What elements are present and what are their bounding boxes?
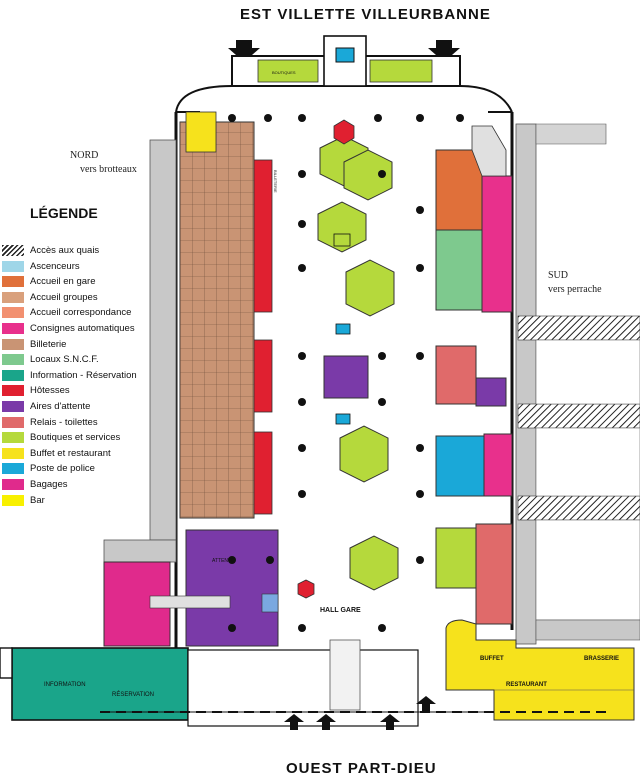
legend-item: Information - Réservation	[2, 369, 172, 383]
east-entrance-arrows	[228, 40, 460, 62]
legend-item: Locaux S.N.C.F.	[2, 353, 172, 367]
legend-item: Relais - toilettes	[2, 416, 172, 430]
billeterie-label: BILLETERIE	[273, 170, 278, 193]
legend-swatch	[2, 322, 24, 334]
legend-swatch	[2, 354, 24, 366]
legend-label: Accueil groupes	[30, 291, 98, 303]
north-ticket-counter-1	[253, 159, 273, 313]
north-platform-wall	[103, 139, 177, 563]
south-lockers-1	[481, 175, 513, 313]
legend-label: Boutiques et services	[30, 432, 121, 444]
north-ticket-counter-3	[253, 431, 273, 515]
legend-label: Aires d'attente	[30, 400, 91, 412]
west-entrance-arrows	[100, 639, 610, 730]
south-lockers-2	[483, 433, 513, 497]
legend-swatch	[2, 369, 24, 381]
north-ticket-counter-2	[253, 339, 273, 413]
legend-label: Accueil en gare	[30, 276, 96, 288]
legend-label: Ascenceurs	[30, 260, 80, 272]
east-boutique-left	[257, 59, 319, 83]
legend-label: Information - Réservation	[30, 369, 137, 381]
south-label: SUD	[548, 270, 569, 281]
legend-label: Accueil correspondance	[30, 307, 132, 319]
legend-item: Bar	[2, 494, 172, 508]
hall-gare-label: HALL GARE	[320, 607, 361, 614]
legend-label: Accès aux quais	[30, 245, 100, 256]
legend-item: Accueil en gare	[2, 275, 172, 289]
legend-item: Bagages	[2, 478, 172, 492]
legend-item: Accueil correspondance	[2, 306, 172, 320]
legend-swatch	[2, 307, 24, 319]
legend-item: Billeterie	[2, 338, 172, 352]
central-waiting-area	[323, 233, 369, 425]
legend-label: Relais - toilettes	[30, 416, 98, 428]
legend-label: Bar	[30, 494, 45, 506]
south-platform-access	[515, 123, 640, 645]
information-reservation-area	[0, 647, 520, 727]
legend-swatch	[2, 447, 24, 459]
central-boutiques	[297, 119, 399, 599]
legend-swatch	[2, 338, 24, 350]
legend-swatch	[2, 291, 24, 303]
legend-label: Hôtesses	[30, 385, 70, 397]
legend-label: Billeterie	[30, 338, 67, 350]
north-label: NORD	[70, 150, 99, 161]
attente-label: ATTENTE	[212, 558, 235, 564]
legend-item: Poste de police	[2, 462, 172, 476]
restaurant-label: RESTAURANT	[506, 682, 547, 688]
legend-item: Consignes automatiques	[2, 322, 172, 336]
buffet-label: BUFFET	[480, 656, 504, 662]
legend-title: LÉGENDE	[30, 205, 98, 221]
legend-swatch	[2, 494, 24, 506]
legend-swatch	[2, 245, 24, 256]
hall-columns	[228, 114, 464, 632]
east-elevator	[335, 47, 355, 63]
west-direction-title: OUEST PART-DIEU	[286, 760, 437, 777]
legend-label: Poste de police	[30, 463, 95, 475]
information-label: INFORMATION	[44, 682, 86, 688]
legend-label: Consignes automatiques	[30, 322, 135, 334]
legend-swatch	[2, 260, 24, 272]
legend-swatch	[2, 400, 24, 412]
legend-item: Boutiques et services	[2, 431, 172, 445]
legend-swatch	[2, 432, 24, 444]
legend-item: Accès aux quais	[2, 244, 172, 258]
east-direction-title: EST VILLETTE VILLEURBANNE	[240, 6, 491, 23]
legend-swatch	[2, 463, 24, 475]
brasserie-label: BRASSERIE	[584, 656, 619, 662]
billeterie-area	[179, 111, 273, 519]
legend-label: Locaux S.N.C.F.	[30, 354, 99, 366]
buffet-restaurant-area	[445, 619, 635, 721]
legend-swatch	[2, 416, 24, 428]
legend-item: Buffet et restaurant	[2, 447, 172, 461]
south-direction-label: vers perrache	[548, 284, 602, 295]
east-entrance	[231, 35, 461, 87]
legend-item: Ascenceurs	[2, 260, 172, 274]
legend-swatch	[2, 478, 24, 490]
legend-label: Buffet et restaurant	[30, 447, 111, 459]
legend-item: Hôtesses	[2, 384, 172, 398]
legend-item: Aires d'attente	[2, 400, 172, 414]
reservation-label: RÉSERVATION	[112, 691, 154, 698]
south-services	[435, 125, 513, 625]
east-boutique-right	[369, 59, 433, 83]
legend-item: Accueil groupes	[2, 291, 172, 305]
boutiques-label: BOUTIQUES	[272, 70, 296, 75]
legend-swatch	[2, 276, 24, 288]
legend-swatch	[2, 385, 24, 397]
north-waiting-area	[103, 529, 279, 647]
north-direction-label: vers brotteaux	[80, 164, 137, 175]
legend-label: Bagages	[30, 478, 68, 490]
